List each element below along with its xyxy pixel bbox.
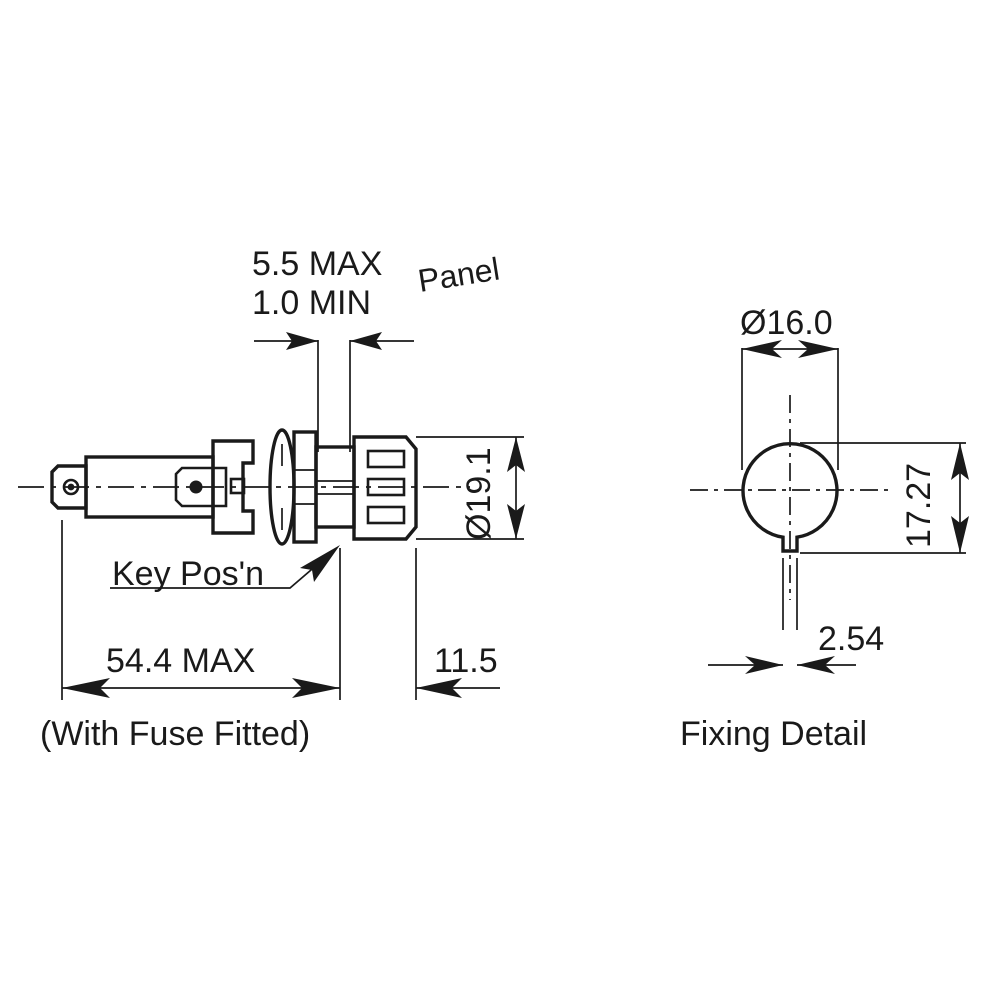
label-panel-thickness-max: 5.5 MAX [252, 245, 382, 283]
knurled-cap [352, 435, 418, 541]
label-key-position: Key Pos'n [112, 555, 264, 593]
label-fixing-detail-caption: Fixing Detail [680, 715, 867, 753]
dimension-body-diameter [416, 436, 525, 540]
dimension-panel-thickness [254, 332, 414, 452]
label-keyway-width: 2.54 [818, 620, 884, 658]
label-panel-thickness-min: 1.0 MIN [252, 284, 371, 322]
label-overall-length: 54.4 MAX [106, 642, 255, 680]
dimension-keyway-width [708, 656, 856, 674]
arrowhead-544-right [292, 678, 340, 698]
dimension-overall-length [61, 520, 341, 700]
arrowhead-1727-top [951, 443, 969, 480]
arrowhead-key-position [300, 545, 340, 582]
arrowhead-panel-left [286, 332, 318, 350]
arrowhead-544-left [62, 678, 110, 698]
label-panel: Panel [415, 251, 501, 299]
dimension-keyway-height [800, 442, 969, 554]
arrowhead-115 [416, 678, 462, 698]
annotation-text-layer: 5.5 MAX 1.0 MIN Panel Ø19.1 Key Pos'n 54… [40, 245, 938, 753]
carrier-stem [174, 439, 255, 535]
label-body-diameter: Ø19.1 [460, 447, 498, 540]
leader-key-position [110, 545, 340, 589]
side-elevation-view [18, 332, 525, 700]
arrowhead-dia160-right [798, 340, 838, 358]
label-overall-length-note: (With Fuse Fitted) [40, 715, 310, 753]
dimension-behind-panel [415, 548, 500, 700]
label-hole-diameter: Ø16.0 [740, 304, 833, 342]
arrowhead-1727-bottom [951, 516, 969, 553]
label-behind-panel: 11.5 [434, 642, 498, 680]
dimension-hole-diameter [741, 340, 839, 470]
arrowhead-panel-right [350, 332, 382, 350]
arrowhead-dia191-top [507, 437, 525, 472]
arrowhead-254-right [797, 656, 835, 674]
label-keyway-height: 17.27 [900, 463, 938, 548]
fixing-hole-outline [741, 442, 839, 553]
arrowhead-254-left [745, 656, 783, 674]
arrowhead-dia191-bottom [507, 504, 525, 539]
fixing-detail-view [690, 340, 969, 674]
arrowhead-dia160-left [742, 340, 782, 358]
